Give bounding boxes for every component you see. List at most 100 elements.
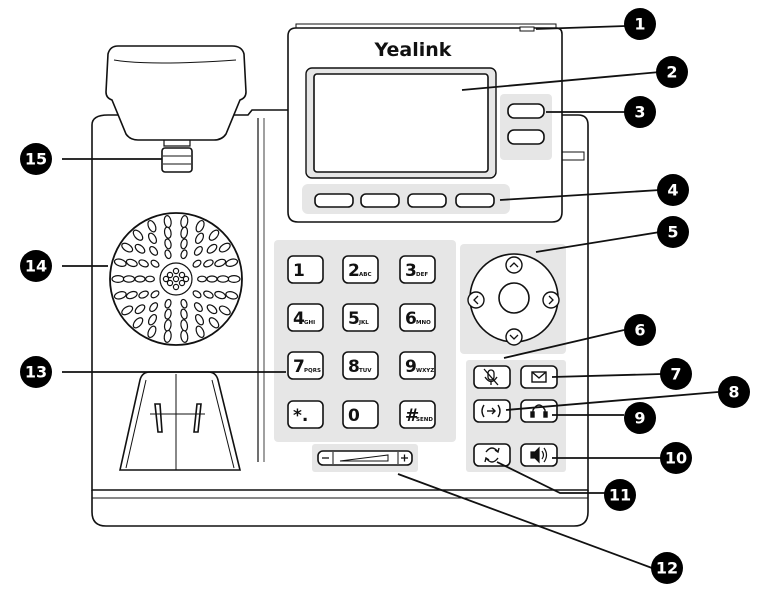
soft-key-4[interactable] (455, 193, 495, 208)
speaker-volume-icon (530, 446, 548, 464)
callout-14: 14 (20, 250, 52, 282)
plus-icon (401, 454, 408, 462)
callout-number: 2 (666, 63, 677, 82)
chevron-left-icon (473, 295, 479, 305)
keypad-key-label: 7 (293, 357, 305, 377)
soft-key-2[interactable] (360, 193, 400, 208)
headset-key[interactable] (520, 399, 558, 423)
keypad-key-label: 8 (348, 357, 360, 377)
keypad-key-letters: WXYZ (416, 368, 434, 374)
callout-number: 10 (665, 449, 687, 468)
callout-15: 15 (20, 143, 52, 175)
keypad-key-label: *. (293, 406, 308, 426)
line-key-2[interactable] (507, 129, 545, 145)
chevron-down-icon (509, 334, 519, 340)
keypad-key-letters: JKL (358, 320, 369, 326)
envelope-icon (531, 371, 547, 383)
leader-lines (62, 25, 719, 569)
keypad-key-label: 3 (405, 261, 417, 281)
transfer-icon (481, 404, 501, 418)
callout-6: 6 (624, 314, 656, 346)
nav-left-key[interactable] (467, 291, 485, 309)
callout-number: 1 (634, 15, 645, 34)
mute-key[interactable] (473, 365, 511, 389)
callout-number: 15 (25, 150, 47, 169)
callout-number: 5 (667, 223, 678, 242)
callout-number: 12 (656, 559, 678, 578)
keypad-key-letters: DEF (416, 272, 428, 278)
function-keys (466, 360, 566, 472)
brand-logo: Yealink (374, 39, 452, 61)
callout-10: 10 (660, 442, 692, 474)
callout-5: 5 (657, 216, 689, 248)
chevron-up-icon (509, 262, 519, 268)
headset-icon (530, 404, 548, 418)
keypad-key-letters: ABC (359, 272, 372, 278)
keypad-key-label: 4 (293, 309, 305, 329)
keypad-key-letters: MNO (416, 320, 431, 326)
nav-right-key[interactable] (542, 291, 560, 309)
nav-down-key[interactable] (505, 328, 523, 346)
callout-9: 9 (624, 402, 656, 434)
soft-key-1[interactable] (314, 193, 354, 208)
callout-1: 1 (624, 8, 656, 40)
handset-rest (119, 371, 242, 471)
keypad-key-label: 1 (293, 261, 305, 281)
line-key-1[interactable] (507, 103, 545, 119)
redial-icon (484, 447, 500, 463)
display-module: Yealink (287, 23, 563, 223)
keypad-key-letters: PQRS (304, 368, 321, 374)
callout-number: 13 (25, 363, 47, 382)
callout-2: 2 (656, 56, 688, 88)
navigation-keys (460, 244, 566, 354)
callout-4: 4 (657, 174, 689, 206)
callout-number: 11 (609, 486, 631, 505)
callout-7: 7 (660, 358, 692, 390)
ok-key[interactable] (498, 282, 530, 314)
keypad-key-label: # (405, 406, 419, 426)
callout-number: 7 (670, 365, 681, 384)
keypad-key-label: 6 (405, 309, 417, 329)
soft-key-3[interactable] (407, 193, 447, 208)
callout-8: 8 (718, 376, 750, 408)
keypad-key-label: 5 (348, 309, 360, 329)
speaker (109, 212, 243, 346)
keypad-key-12[interactable]: #SEND (399, 400, 436, 429)
keypad-key-label: 2 (348, 261, 360, 281)
keypad-key-label: 0 (348, 406, 360, 426)
keypad-key-1[interactable]: 1 (287, 255, 324, 284)
callout-11: 11 (604, 479, 636, 511)
chevron-right-icon (548, 295, 554, 305)
callout-number: 9 (634, 409, 645, 428)
message-key[interactable] (520, 365, 558, 389)
callout-number: 4 (667, 181, 678, 200)
callout-number: 3 (634, 103, 645, 122)
keypad-key-label: 9 (405, 357, 417, 377)
callout-number: 6 (634, 321, 645, 340)
mute-icon (483, 368, 499, 386)
nav-up-key[interactable] (505, 256, 523, 274)
volume-key[interactable] (312, 444, 418, 472)
callout-number: 8 (728, 383, 739, 402)
keypad-key-letters: GHI (304, 320, 315, 326)
callout-12: 12 (651, 552, 683, 584)
keypad-key-10[interactable]: *. (287, 400, 324, 429)
volume-wedge-icon (339, 454, 389, 462)
keypad-key-11[interactable]: 0 (342, 400, 379, 429)
callout-number: 14 (25, 257, 47, 276)
callout-13: 13 (20, 356, 52, 388)
redial-key[interactable] (473, 443, 511, 467)
keypad-key-letters: SEND (416, 417, 433, 423)
keypad-key-letters: TUV (359, 368, 372, 374)
hook-tab (161, 147, 193, 173)
